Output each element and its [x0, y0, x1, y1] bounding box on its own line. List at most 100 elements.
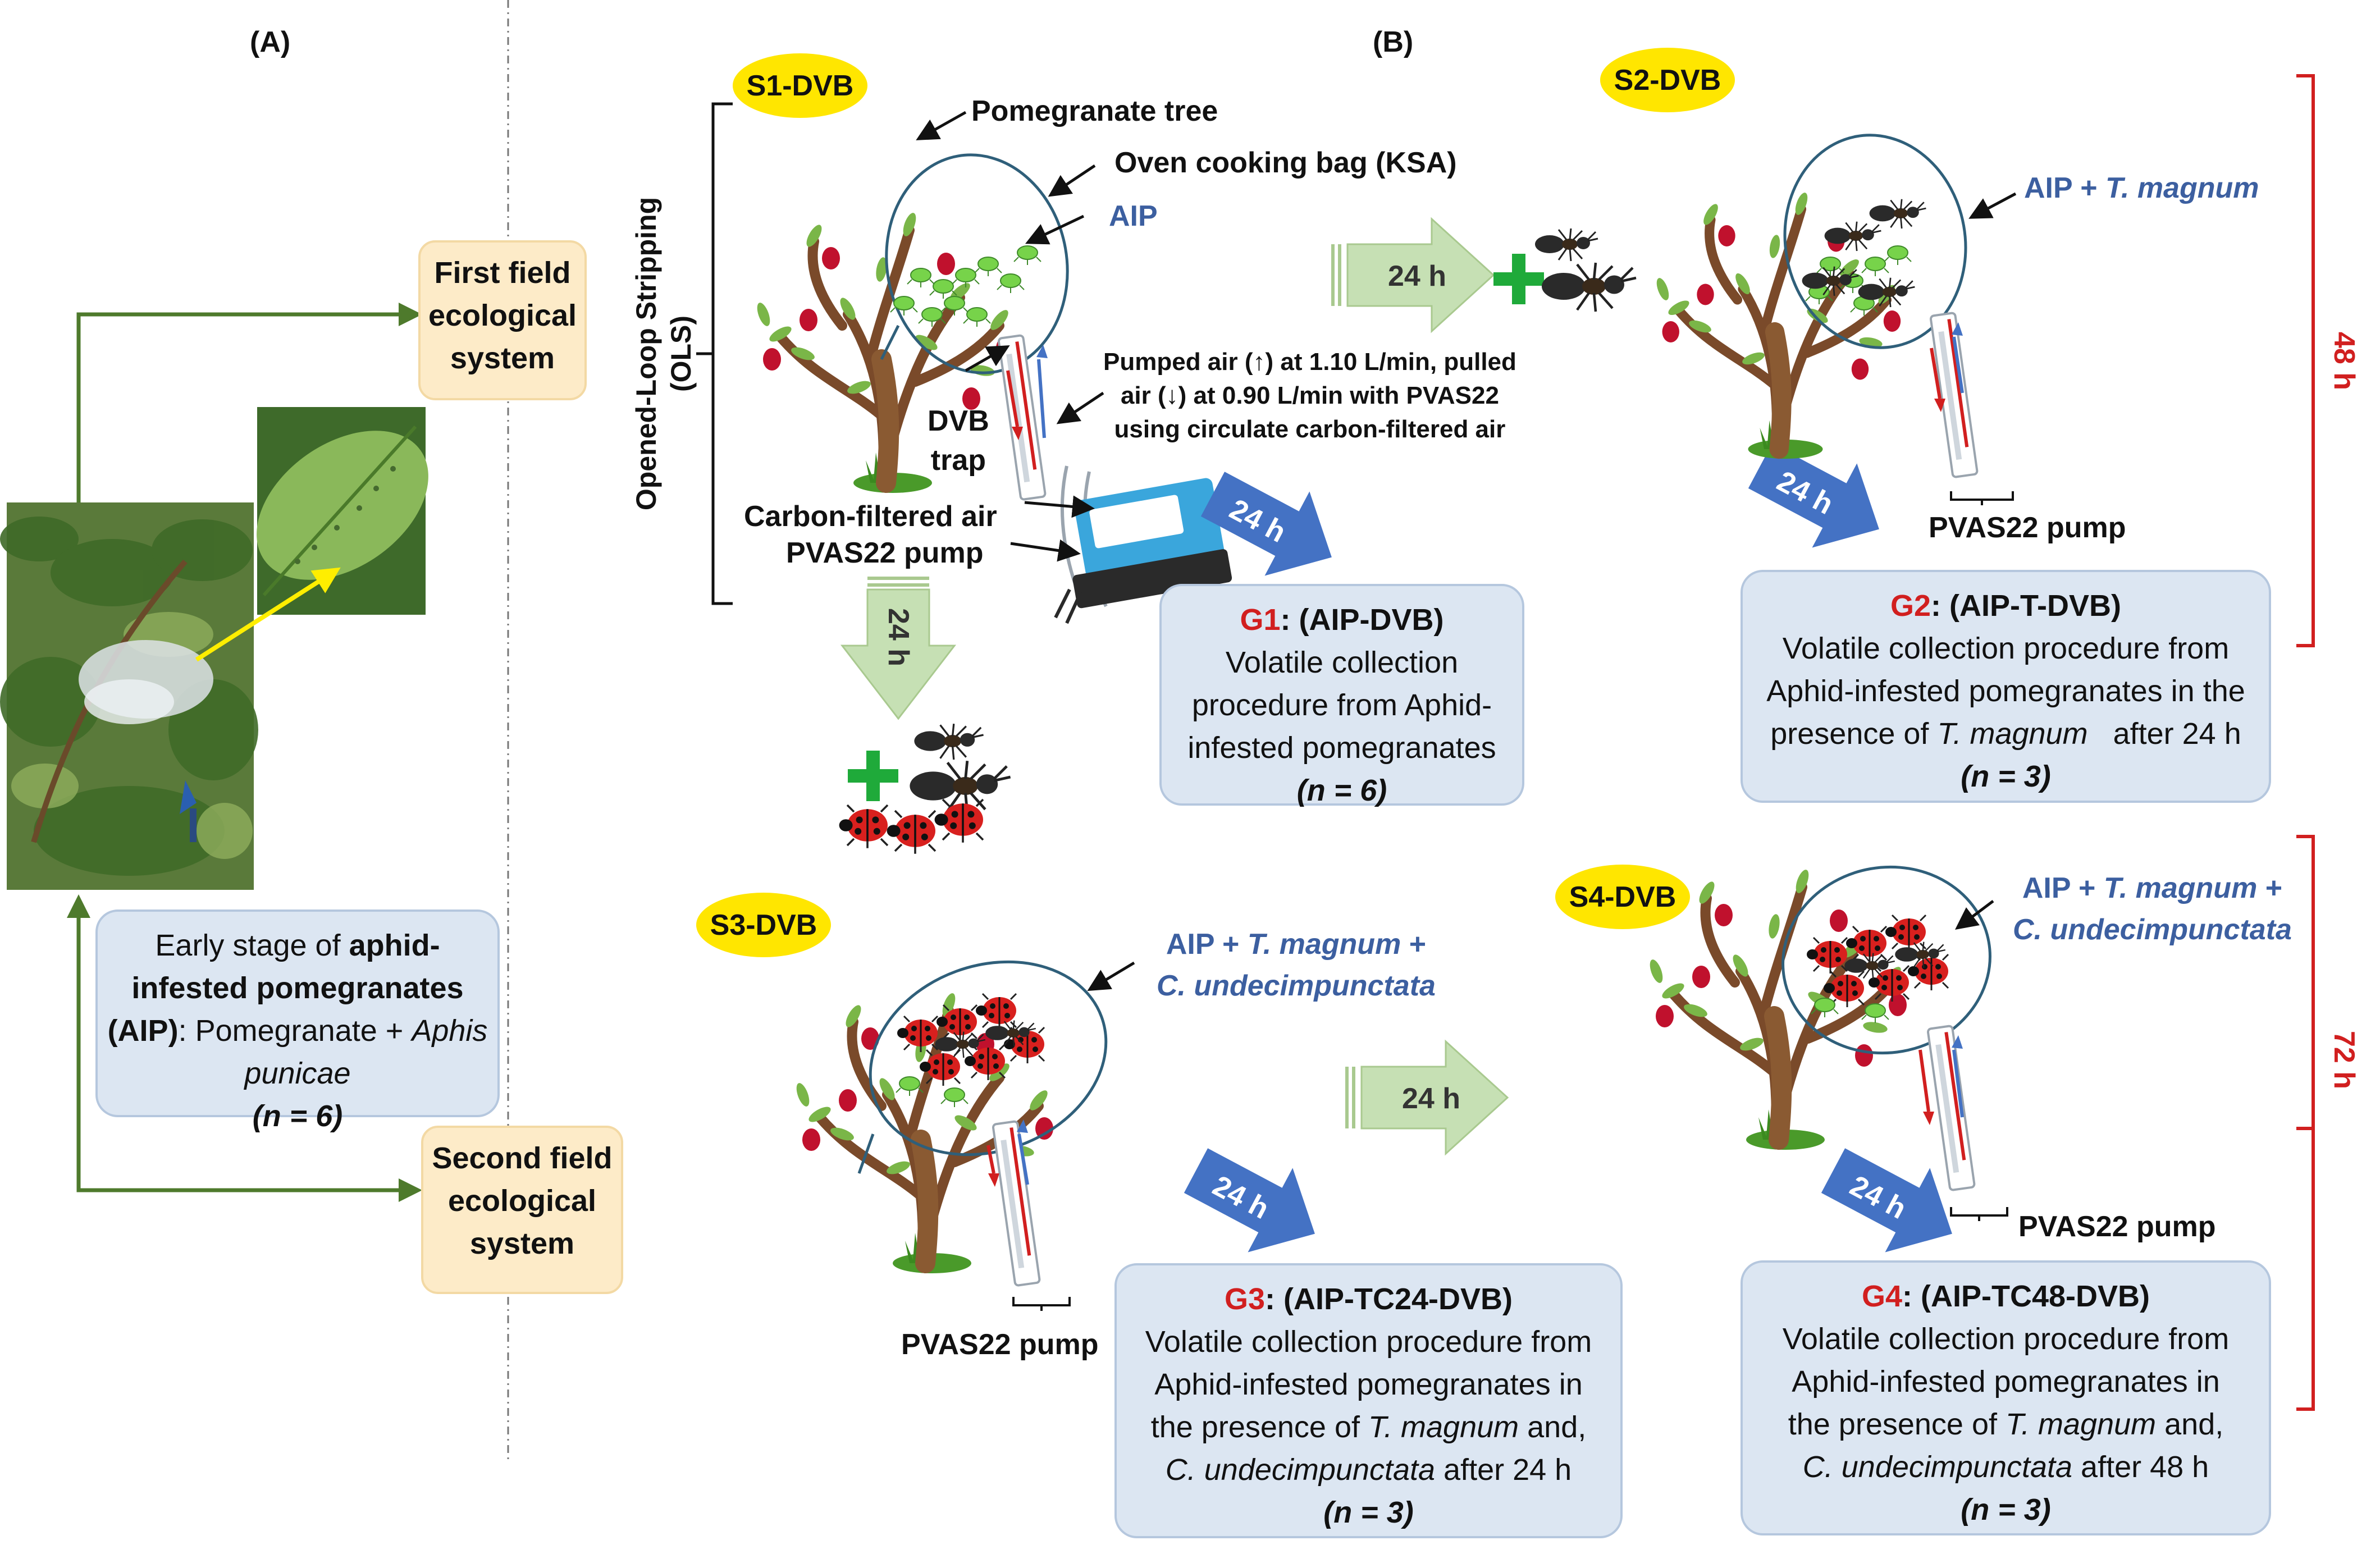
g1-box: G1: (AIP-DVB) Volatile collection proced…: [1159, 584, 1524, 807]
second-field-line-3: system: [469, 1227, 575, 1260]
label-pvas-pump-s2: PVAS22 pump: [1929, 511, 2126, 544]
pomegranate-tree-icon-s4: [1647, 851, 1991, 1190]
s4-dvb-oval: S4-DVB: [1555, 865, 1690, 929]
aip-n: (n = 6): [252, 1099, 343, 1133]
g2-n: (n = 3): [1961, 760, 2051, 793]
pumped-air-line-3: using circulate carbon-filtered air: [1114, 415, 1506, 443]
s4-aip-prefix: AIP +: [2022, 872, 2104, 904]
label-pomegranate-tree: Pomegranate tree: [971, 95, 1218, 127]
g4-line-1: Volatile collection procedure from: [1782, 1322, 2230, 1356]
s4-aip-c: C. undecimpunctata: [2013, 913, 2292, 946]
g1-line-3: infested pomegranates: [1187, 731, 1496, 765]
g1-id: G1: [1240, 603, 1281, 637]
first-field-box: First field ecological system: [418, 240, 587, 400]
pumped-air-line-1: Pumped air (↑) at 1.10 L/min, pulled: [1103, 348, 1516, 376]
ols-line-2: (OLS): [665, 315, 697, 392]
g4-line-3-suffix: and,: [2156, 1407, 2224, 1441]
second-field-line-1: Second field: [432, 1141, 613, 1175]
g3-line-4-italic: C. undecimpunctata: [1165, 1453, 1436, 1487]
dvb-trap-line-2: trap: [930, 444, 986, 477]
g3-line-2: Aphid-infested pomegranates in: [1154, 1368, 1583, 1401]
aip-l1-bold: aphid-: [349, 929, 440, 962]
label-dvb-trap: DVB trap: [928, 401, 989, 480]
aip-description-box: Early stage of aphid- infested pomegrana…: [95, 909, 500, 1133]
first-field-line-1: First field: [434, 256, 571, 290]
arrow-label-s3-s4: 24 h: [1402, 1082, 1461, 1115]
g1-line-1: Volatile collection: [1225, 646, 1459, 679]
label-pvas-pump-s4: PVAS22 pump: [2018, 1210, 2216, 1243]
g3-line-1: Volatile collection procedure from: [1145, 1325, 1592, 1359]
g2-line-2: Aphid-infested pomegranates in the: [1766, 674, 2245, 708]
ladybird-icon-mid: [838, 798, 984, 855]
aip-t-italic: T. magnum: [2105, 172, 2259, 204]
second-field-line-2: ecological: [447, 1184, 597, 1218]
s3-dvb-oval: S3-DVB: [696, 893, 831, 957]
pump-device-icon: [1054, 465, 1232, 624]
g2-line-3-suffix: after 24 h: [2087, 717, 2241, 751]
g2-code: : (AIP-T-DVB): [1931, 589, 2121, 623]
bracket-48h: [2296, 74, 2315, 647]
aip-l4-italic: punicae: [244, 1057, 351, 1090]
arrow-label-s1-s3: 24 h: [882, 607, 915, 667]
zoom-arrow: [195, 567, 341, 662]
g1-code: : (AIP-DVB): [1280, 603, 1444, 637]
g4-line-4-suffix: after 48 h: [2072, 1450, 2209, 1484]
g2-line-1: Volatile collection procedure from: [1782, 632, 2230, 665]
pomegranate-tree-icon-s1: [755, 153, 1069, 493]
aip-l1-plain: Early stage of: [155, 929, 349, 962]
flow-line-second: [76, 898, 422, 1202]
aip-t-prefix: AIP +: [2024, 172, 2106, 204]
ols-bracket: [696, 102, 733, 605]
g4-line-2: Aphid-infested pomegranates in: [1792, 1365, 2220, 1398]
g3-line-3-plain: the presence of: [1150, 1410, 1368, 1444]
label-carbon-air: Carbon-filtered air: [744, 500, 997, 533]
field-photo: [0, 502, 258, 890]
label-aip-tc-s4: AIP + T. magnum + C. undecimpunctata: [2013, 867, 2292, 950]
pomegranate-tree-icon-s3: [794, 960, 1108, 1286]
g3-code: : (AIP-TC24-DVB): [1265, 1282, 1513, 1316]
pumped-air-line-2: air (↓) at 0.90 L/min with PVAS22: [1120, 382, 1499, 409]
flow-line-first: [76, 303, 422, 505]
first-field-line-3: system: [450, 341, 555, 375]
arrow-label-s1-s2: 24 h: [1388, 260, 1447, 292]
arrow-24h-s1-s3: [840, 577, 957, 720]
g1-line-2: procedure from Aphid-: [1191, 688, 1492, 722]
aip-l2-bold: infested pomegranates: [131, 971, 464, 1005]
label-pvas-pump-s3: PVAS22 pump: [901, 1328, 1099, 1361]
s3-aip-c: C. undecimpunctata: [1157, 970, 1436, 1002]
s2-dvb-oval: S2-DVB: [1600, 48, 1735, 112]
s4-aip-t: T. magnum: [2103, 872, 2258, 904]
g3-box: G3: (AIP-TC24-DVB) Volatile collection p…: [1114, 1263, 1623, 1538]
g3-id: G3: [1224, 1282, 1266, 1316]
g4-n: (n = 3): [1961, 1493, 2051, 1526]
dvb-trap-icon-s1: [998, 335, 1048, 500]
aip-l3-bold: (AIP): [107, 1014, 179, 1048]
s1-dvb-oval: S1-DVB: [733, 53, 867, 118]
g4-id: G4: [1861, 1279, 1903, 1313]
aip-l3-italic: Aphis: [412, 1014, 488, 1048]
s3-aip-suffix: +: [1401, 928, 1427, 961]
g4-line-3-plain: the presence of: [1788, 1407, 2006, 1441]
s3-aip-prefix: AIP +: [1166, 928, 1248, 961]
label-aip-t: AIP + T. magnum: [2024, 171, 2259, 205]
g2-box: G2: (AIP-T-DVB) Volatile collection proc…: [1741, 570, 2271, 803]
first-field-line-2: ecological: [428, 299, 577, 332]
plus-icon-top: [1493, 254, 1544, 304]
g3-line-3-italic: T. magnum: [1368, 1410, 1519, 1444]
g1-n: (n = 6): [1296, 774, 1387, 807]
ant-icon-top: [1534, 227, 1636, 312]
leaf-photo: [257, 407, 428, 615]
bracket-72h: [2296, 835, 2315, 1411]
s4-aip-suffix: +: [2257, 872, 2283, 904]
g4-line-4-italic: C. undecimpunctata: [1802, 1450, 2073, 1484]
g3-line-4-suffix: after 24 h: [1435, 1453, 1572, 1487]
label-oven-bag: Oven cooking bag (KSA): [1114, 147, 1457, 179]
label-aip-tc-s3: AIP + T. magnum + C. undecimpunctata: [1157, 924, 1436, 1007]
g3-line-3-suffix: and,: [1519, 1410, 1587, 1444]
label-pumped-air: Pumped air (↑) at 1.10 L/min, pulled air…: [1103, 345, 1516, 446]
g2-line-3-italic: T. magnum: [1937, 717, 2088, 751]
bracket-72h-label: 72 h: [2328, 1030, 2360, 1090]
s3-aip-t: T. magnum: [1247, 928, 1401, 961]
label-pvas-pump: PVAS22 pump: [786, 537, 984, 569]
